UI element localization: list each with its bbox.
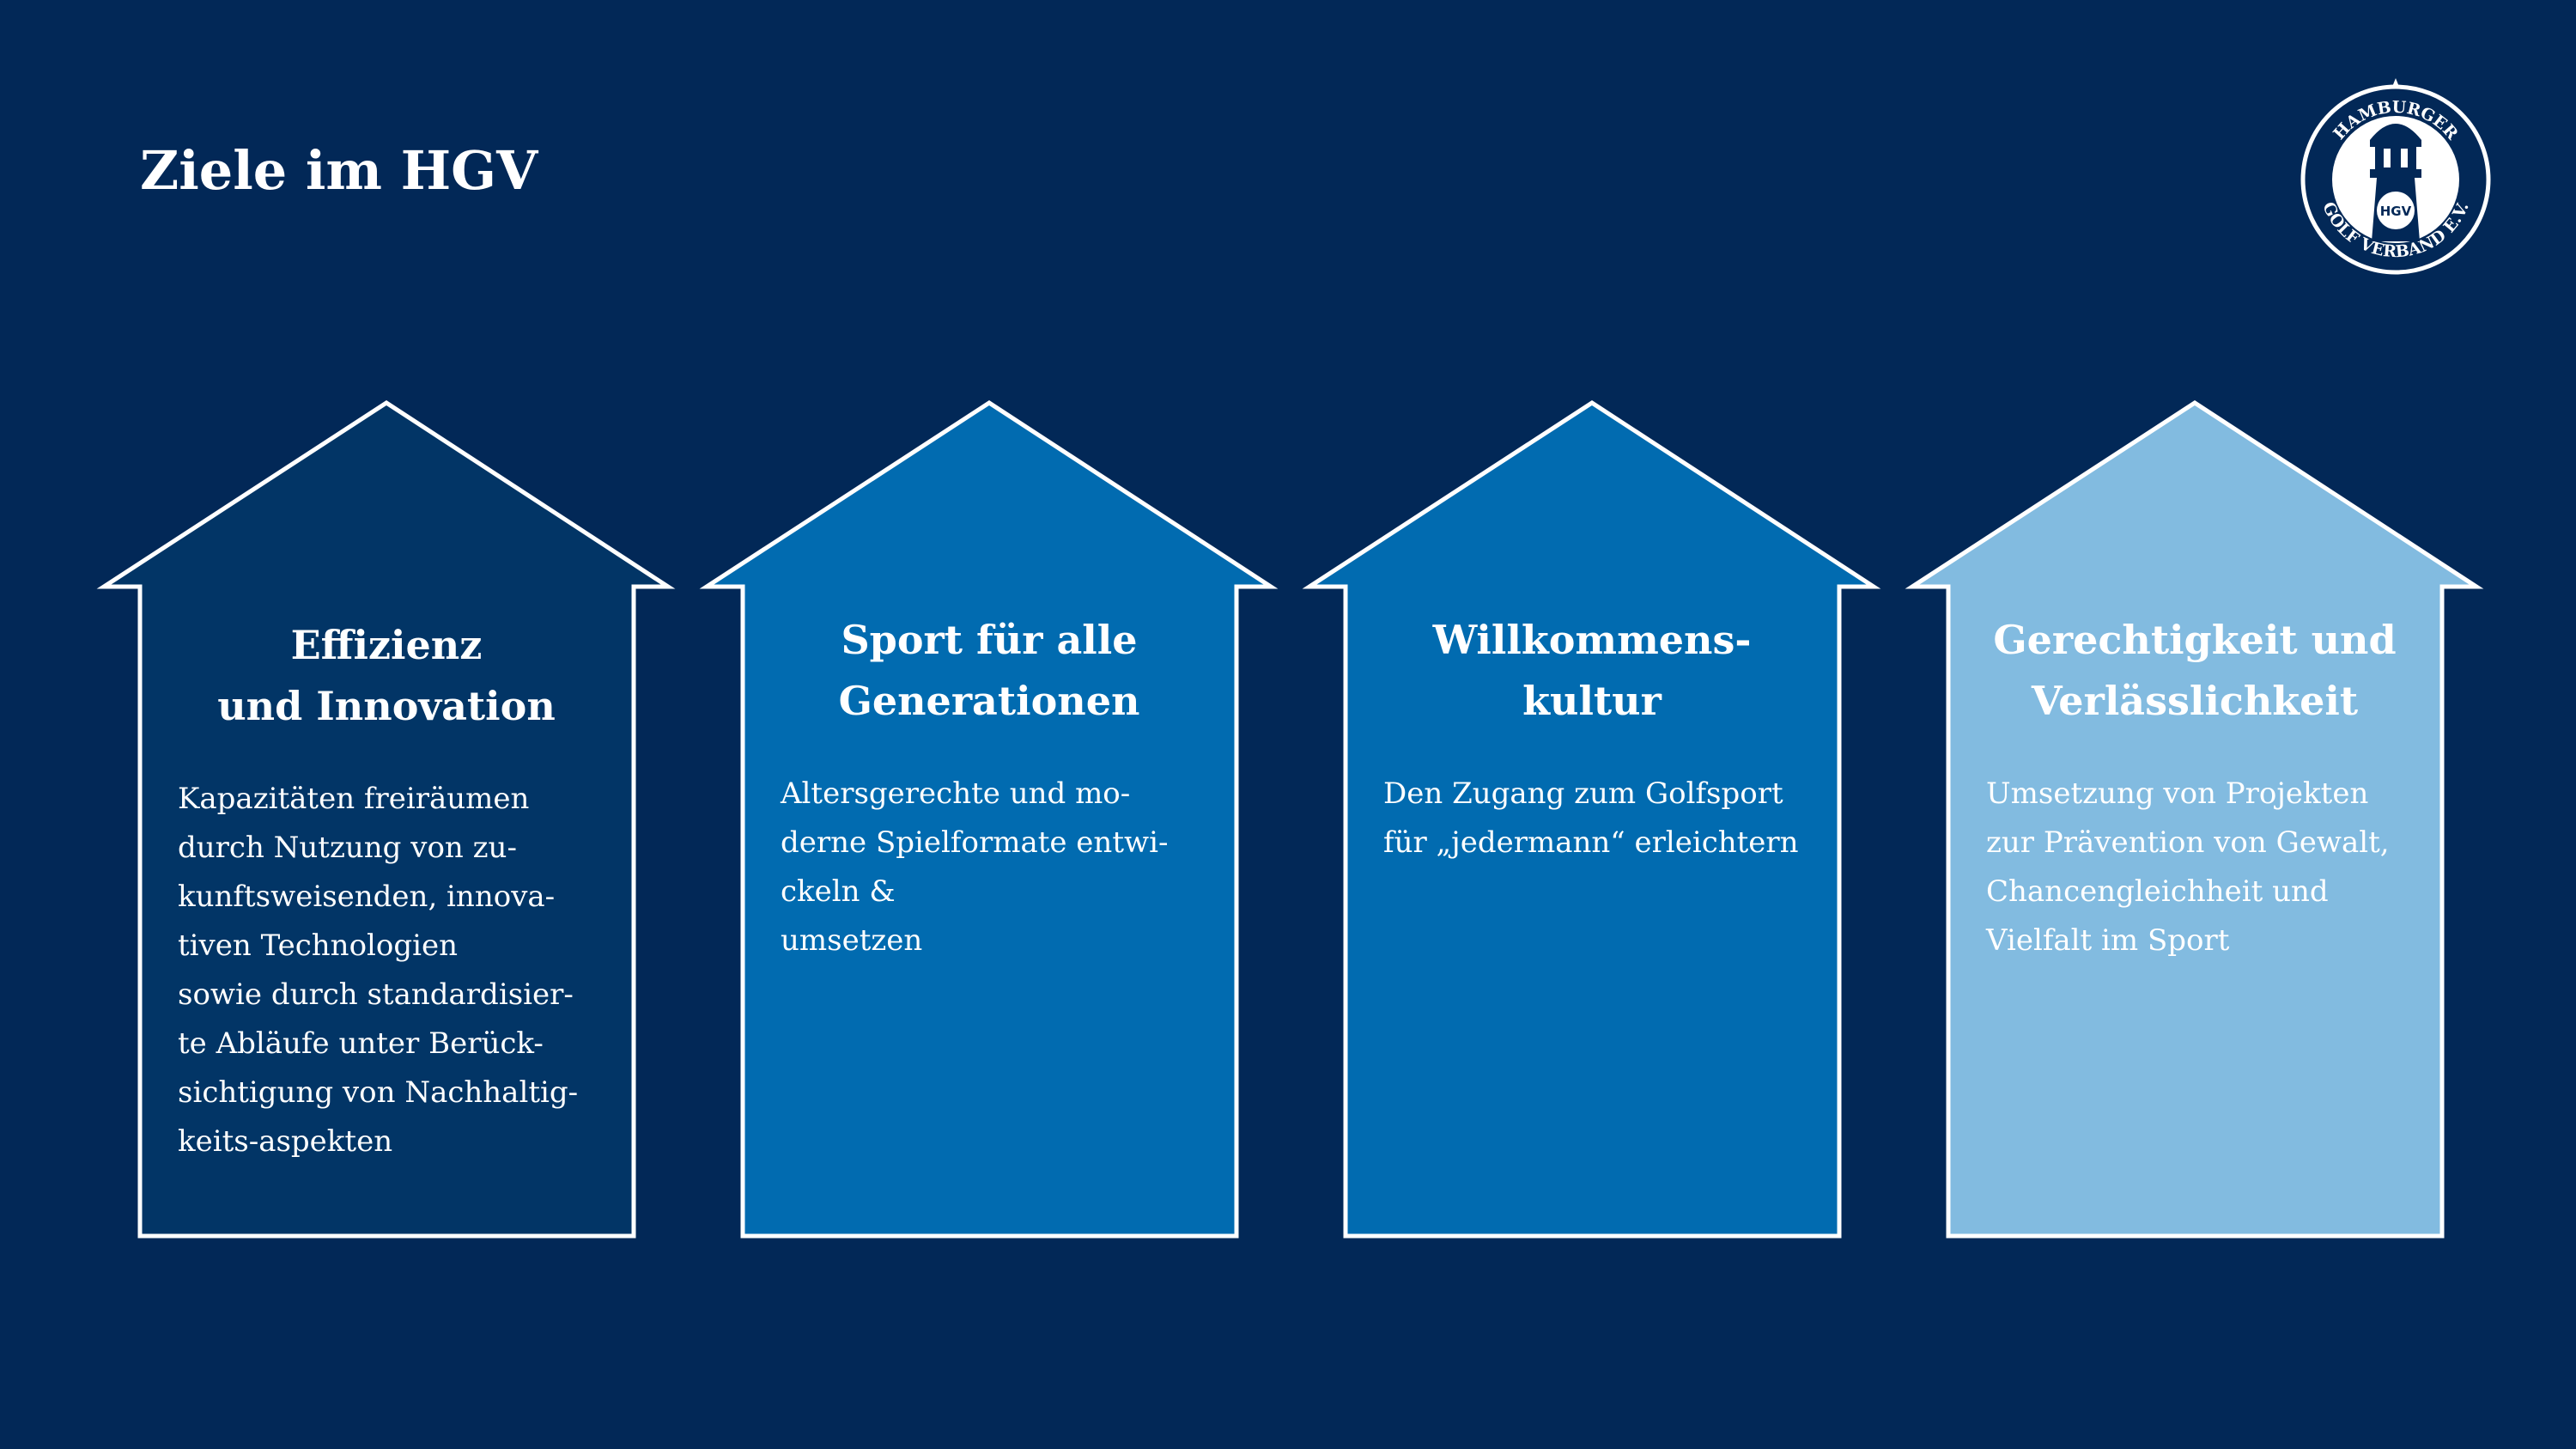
house-shape: [1905, 400, 2484, 1239]
page-title: Ziele im HGV: [140, 139, 538, 202]
house-heading: Willkommens-kultur: [1432, 617, 1752, 724]
house-shape: [1302, 400, 1881, 1239]
house-shape: [699, 400, 1279, 1239]
goal-house-welcome-culture: Willkommens-kultur Den Zugang zum Golfsp…: [1302, 395, 1894, 1245]
svg-text:HGV: HGV: [2380, 204, 2412, 219]
house-body: Altersgerechte und mo-derne Spielformate…: [781, 776, 1169, 958]
house-shape: [96, 400, 676, 1239]
hgv-logo: HAMBURGER GOLF VERBAND E.V. HGV: [2293, 73, 2499, 279]
